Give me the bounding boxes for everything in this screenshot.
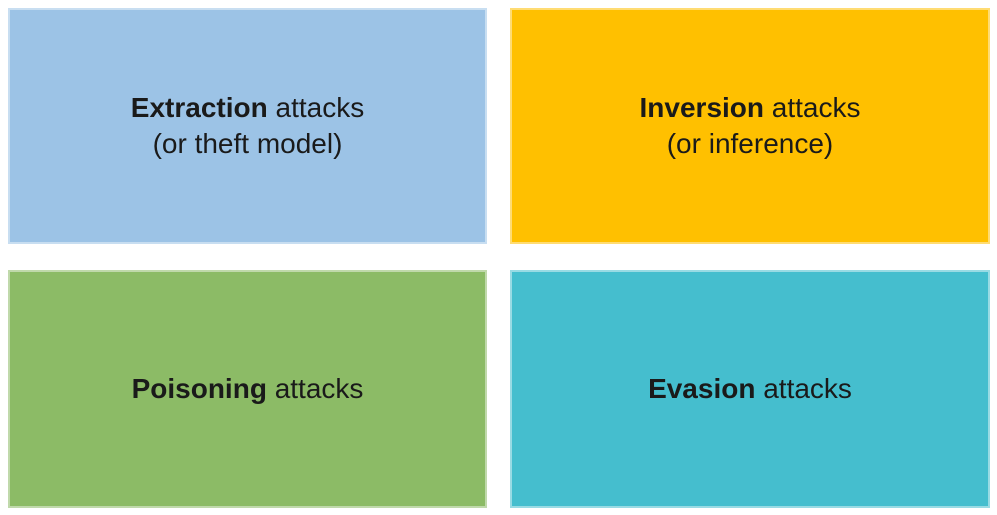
inversion-title-bold: Inversion xyxy=(639,92,764,123)
extraction-subtitle: (or theft model) xyxy=(152,128,343,159)
poisoning-title-rest: attacks xyxy=(266,373,364,404)
extraction-title-bold: Extraction xyxy=(130,92,268,123)
extraction-attacks-label: Extraction attacks (or theft model) xyxy=(131,90,364,162)
extraction-title-rest: attacks xyxy=(267,92,365,123)
evasion-title-bold: Evasion xyxy=(648,373,756,404)
evasion-attacks-box: Evasion attacks xyxy=(510,270,990,508)
evasion-attacks-label: Evasion attacks xyxy=(648,371,852,407)
inversion-attacks-label: Inversion attacks (or inference) xyxy=(640,90,861,162)
inversion-subtitle: (or inference) xyxy=(666,128,834,159)
inversion-attacks-box: Inversion attacks (or inference) xyxy=(510,8,990,244)
inversion-title-rest: attacks xyxy=(764,92,861,123)
poisoning-attacks-box: Poisoning attacks xyxy=(8,270,487,508)
evasion-title-rest: attacks xyxy=(755,373,852,404)
poisoning-title-bold: Poisoning xyxy=(131,373,267,404)
poisoning-attacks-label: Poisoning attacks xyxy=(132,371,364,407)
extraction-attacks-box: Extraction attacks (or theft model) xyxy=(8,8,487,244)
